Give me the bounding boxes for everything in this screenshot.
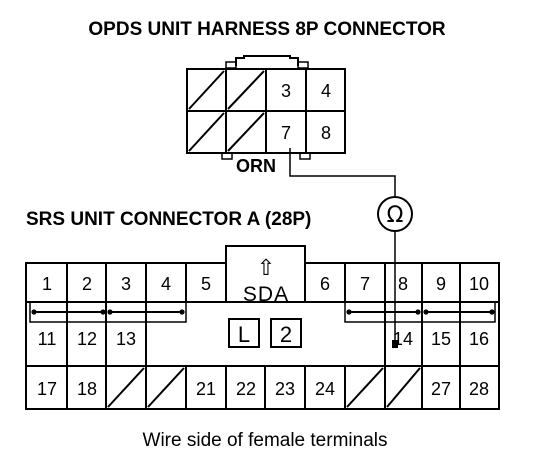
empty-cavity-mark xyxy=(227,70,265,110)
shorting-bar-left xyxy=(29,301,187,323)
test-leads xyxy=(289,148,398,348)
ohmmeter-circle xyxy=(377,196,413,232)
srs-connector-title: SRS UNIT CONNECTOR A (28P) xyxy=(26,209,311,230)
srs-28p-connector: ⇧ SDA L 2 1 2 3 4 5 6 7 8 9 10 11 12 13 … xyxy=(25,245,500,410)
shorting-bar-right xyxy=(344,301,496,323)
opds-connector-title: OPDS UNIT HARNESS 8P CONNECTOR xyxy=(88,19,445,40)
empty-cavity-mark xyxy=(188,112,225,152)
empty-cavity-mark xyxy=(147,367,185,408)
srs-terminal-21: 21 xyxy=(196,379,216,399)
srs-terminal-9: 9 xyxy=(436,274,446,294)
opds-terminal-7: 7 xyxy=(281,123,291,143)
srs-terminal-22: 22 xyxy=(236,379,256,399)
srs-terminal-6: 6 xyxy=(320,274,330,294)
srs-terminal-28: 28 xyxy=(469,379,489,399)
srs-terminal-14: 14 xyxy=(393,329,413,349)
srs-terminal-5: 5 xyxy=(201,274,211,294)
srs-terminal-16: 16 xyxy=(469,329,489,349)
srs-terminal-4: 4 xyxy=(161,274,171,294)
srs-terminal-13: 13 xyxy=(116,329,136,349)
srs-terminal-15: 15 xyxy=(431,329,451,349)
srs-terminal-11: 11 xyxy=(38,329,57,349)
srs-terminal-18: 18 xyxy=(77,379,97,399)
srs-terminal-27: 27 xyxy=(431,379,451,399)
sda-label: SDA xyxy=(243,283,289,306)
empty-cavity-mark xyxy=(107,367,145,408)
box-l xyxy=(228,318,260,348)
ohm-symbol: Ω xyxy=(387,203,404,228)
empty-cavity-mark xyxy=(227,112,265,152)
diagram-caption: Wire side of female terminals xyxy=(143,430,388,451)
srs-terminal-7: 7 xyxy=(360,274,370,294)
opds-8p-connector: 3 4 7 8 xyxy=(186,55,346,160)
opds-terminal-4: 4 xyxy=(321,81,331,101)
srs-terminal-12: 12 xyxy=(77,329,97,349)
box-2 xyxy=(270,318,302,348)
srs-terminal-24: 24 xyxy=(315,379,335,399)
empty-cavity-mark xyxy=(188,70,225,110)
srs-terminal-8: 8 xyxy=(398,274,408,294)
srs-terminal-17: 17 xyxy=(37,379,57,399)
srs-terminal-10: 10 xyxy=(469,274,489,294)
opds-terminal-8: 8 xyxy=(321,123,331,143)
box-l-label: L xyxy=(238,322,250,347)
box-2-label: 2 xyxy=(280,322,292,347)
wire-color-label: ORN xyxy=(236,156,276,176)
srs-terminal-2: 2 xyxy=(82,274,92,294)
up-arrow-icon: ⇧ xyxy=(257,255,275,280)
srs-terminal-23: 23 xyxy=(275,379,295,399)
srs-terminal-1: 1 xyxy=(42,274,52,294)
empty-cavity-mark xyxy=(346,367,384,408)
empty-cavity-mark xyxy=(386,367,421,408)
opds-terminal-3: 3 xyxy=(281,81,291,101)
ohmmeter: Ω xyxy=(377,196,413,232)
srs-terminal-3: 3 xyxy=(121,274,131,294)
